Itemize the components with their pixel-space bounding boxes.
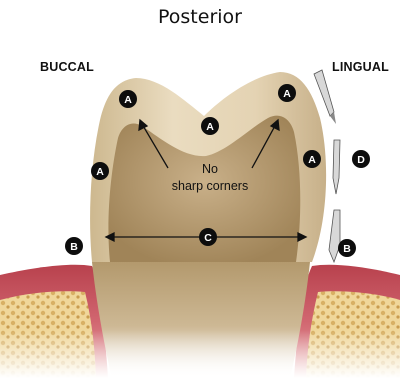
bur-axial-icon xyxy=(333,140,340,194)
svg-text:C: C xyxy=(204,232,212,244)
badge-a-lingual-cusp: A xyxy=(278,84,296,102)
badge-a-lingual-wall: A xyxy=(303,150,321,168)
bur-margin-icon xyxy=(329,210,340,262)
svg-text:A: A xyxy=(96,166,104,178)
badge-a-central-groove: A xyxy=(201,117,219,135)
svg-text:D: D xyxy=(357,154,365,166)
badge-a-buccal-cusp: A xyxy=(119,90,137,108)
callout-no: No xyxy=(202,162,218,176)
svg-text:A: A xyxy=(206,121,214,133)
callout-sharp-corners: sharp corners xyxy=(172,179,248,193)
badge-b-buccal-margin: B xyxy=(65,237,83,255)
badge-b-lingual-margin: B xyxy=(338,239,356,257)
svg-text:B: B xyxy=(70,241,78,253)
svg-text:B: B xyxy=(343,243,351,255)
badge-d-taper: D xyxy=(352,150,370,168)
svg-text:A: A xyxy=(283,88,291,100)
badge-c-width: C xyxy=(199,228,217,246)
svg-text:A: A xyxy=(124,94,132,106)
svg-text:A: A xyxy=(308,154,316,166)
badge-a-buccal-wall: A xyxy=(91,162,109,180)
